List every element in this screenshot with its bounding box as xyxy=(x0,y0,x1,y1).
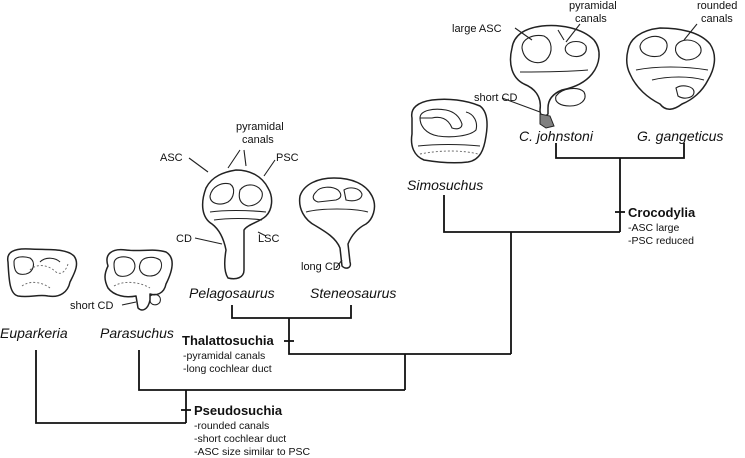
label-pyramidal-j-line2: canals xyxy=(575,13,607,25)
taxon-parasuchus: Parasuchus xyxy=(100,325,174,341)
label-pyramidal-line1: pyramidal xyxy=(236,121,284,133)
taxon-johnstoni: C. johnstoni xyxy=(519,128,594,144)
taxon-simosuchus: Simosuchus xyxy=(407,177,483,193)
clade-pseudosuchia-trait-2: -short cochlear duct xyxy=(194,433,286,445)
clade-pseudosuchia-name: Pseudosuchia xyxy=(194,403,283,418)
label-lsc: LSC xyxy=(258,233,279,245)
label-cd: CD xyxy=(176,233,192,245)
johnstoni-cochlear-duct xyxy=(539,113,555,129)
parasuchus-labyrinth-drawing xyxy=(104,248,173,311)
branch-crocodylia xyxy=(555,143,685,159)
clade-thalattosuchia-trait-1: -pyramidal canals xyxy=(183,350,265,362)
branch-thalattosuchia xyxy=(231,305,352,319)
clade-crocodylia-trait-1: -ASC large xyxy=(628,222,680,234)
clade-thalattosuchia: Thalattosuchia -pyramidal canals -long c… xyxy=(182,333,275,375)
label-pyramidal-j-line1: pyramidal xyxy=(569,0,617,12)
label-short-cd-parasuchus: short CD xyxy=(70,300,113,312)
steneosaurus-labyrinth-drawing xyxy=(298,177,376,269)
clade-crocodylia-trait-2: -PSC reduced xyxy=(628,235,694,247)
label-large-asc: large ASC xyxy=(452,23,502,35)
taxon-pelagosaurus: Pelagosaurus xyxy=(189,285,275,301)
branch-parasuchus xyxy=(138,350,405,391)
clade-crocodylia: Crocodylia -ASC large -PSC reduced xyxy=(628,205,696,247)
johnstoni-labyrinth-drawing xyxy=(509,24,600,129)
branch-thalattosuchia-stem xyxy=(288,341,511,355)
branch-simosuchus xyxy=(443,195,620,233)
label-rounded-line2: canals xyxy=(701,13,733,25)
clade-pseudosuchia-trait-1: -rounded canals xyxy=(194,420,269,432)
clade-thalattosuchia-name: Thalattosuchia xyxy=(182,333,275,348)
simosuchus-labyrinth-drawing xyxy=(410,98,488,164)
branch-euparkeria xyxy=(35,350,186,424)
taxon-euparkeria: Euparkeria xyxy=(0,325,68,341)
taxon-steneosaurus: Steneosaurus xyxy=(310,285,396,301)
cladogram-tree xyxy=(35,143,685,424)
label-psc: PSC xyxy=(276,152,299,164)
euparkeria-labyrinth-drawing xyxy=(6,248,78,298)
label-long-cd: long CD xyxy=(301,261,341,273)
clade-pseudosuchia: Pseudosuchia -rounded canals -short coch… xyxy=(194,403,311,458)
taxon-gangeticus: G. gangeticus xyxy=(637,128,723,144)
label-pyramidal-line2: canals xyxy=(242,134,274,146)
label-asc: ASC xyxy=(160,152,183,164)
clade-pseudosuchia-trait-3: -ASC size similar to PSC xyxy=(194,446,311,458)
label-rounded-line1: rounded xyxy=(697,0,737,12)
gangeticus-labyrinth-drawing xyxy=(625,27,716,110)
label-short-cd-johnstoni: short CD xyxy=(474,92,517,104)
clade-crocodylia-name: Crocodylia xyxy=(628,205,696,220)
pelagosaurus-labyrinth-drawing xyxy=(201,169,273,280)
clade-thalattosuchia-trait-2: -long cochlear duct xyxy=(183,363,272,375)
leader-lines xyxy=(121,23,698,306)
